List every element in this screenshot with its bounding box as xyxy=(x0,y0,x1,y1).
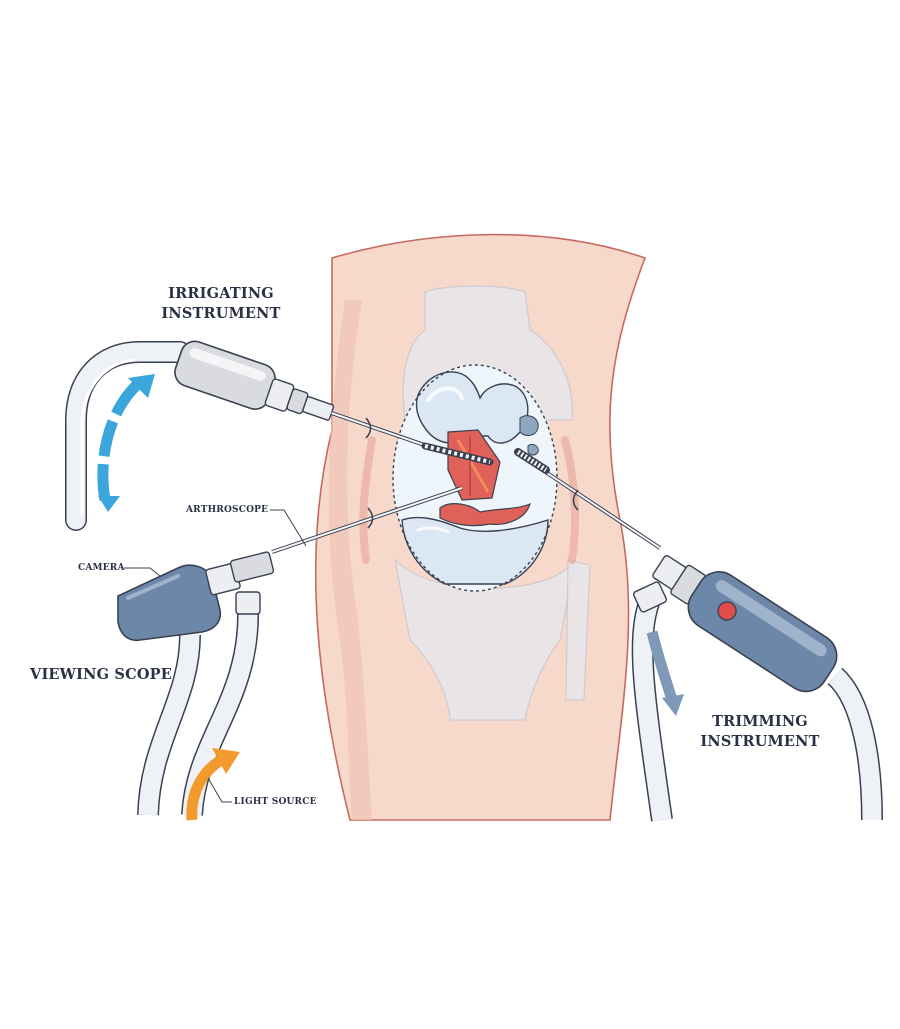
trimming-instrument xyxy=(652,555,838,693)
meniscus xyxy=(439,502,531,527)
incision-mark xyxy=(367,507,374,529)
label-trimming-line2: INSTRUMENT xyxy=(700,733,820,750)
light-source-leader xyxy=(207,777,232,803)
flow-arrow-icon xyxy=(646,630,684,716)
label-irrigating-instrument: IRRIGATING INSTRUMENT xyxy=(160,284,282,324)
camera-body xyxy=(117,564,222,642)
irrigating-tube xyxy=(65,341,191,531)
patella-ligament-right xyxy=(561,436,580,564)
irrigating-instrument xyxy=(174,340,433,450)
label-light-source: LIGHT SOURCE xyxy=(234,797,317,807)
flow-arrow-icon xyxy=(186,748,240,821)
irrigating-probe-tip xyxy=(421,442,494,466)
trimming-tubes xyxy=(631,596,883,822)
label-trimming-line1: TRIMMING xyxy=(712,713,808,730)
trimming-connector xyxy=(632,581,668,613)
leg-shadow-left xyxy=(328,300,372,820)
flow-arrow-icon xyxy=(97,374,155,512)
cartilage-fragment xyxy=(519,415,539,436)
patella-ligament-left xyxy=(359,436,376,564)
label-trimming-instrument: TRIMMING INSTRUMENT xyxy=(700,712,820,752)
label-arthroscope: ARTHROSCOPE xyxy=(186,505,269,515)
incision-mark xyxy=(572,489,579,511)
label-irrigating-line2: INSTRUMENT xyxy=(161,305,281,322)
camera-leader xyxy=(124,567,161,577)
label-viewing-scope: VIEWING SCOPE xyxy=(30,666,173,683)
light-button-icon xyxy=(717,601,737,621)
magnified-joint xyxy=(392,364,558,592)
incision-mark xyxy=(365,417,372,439)
label-irrigating-line1: IRRIGATING xyxy=(168,285,274,302)
arthroscope-leader xyxy=(270,509,307,547)
label-camera: CAMERA xyxy=(78,563,125,573)
trimming-probe xyxy=(514,448,662,550)
tibial-plateau xyxy=(401,516,549,585)
fibula-bone xyxy=(565,559,591,701)
